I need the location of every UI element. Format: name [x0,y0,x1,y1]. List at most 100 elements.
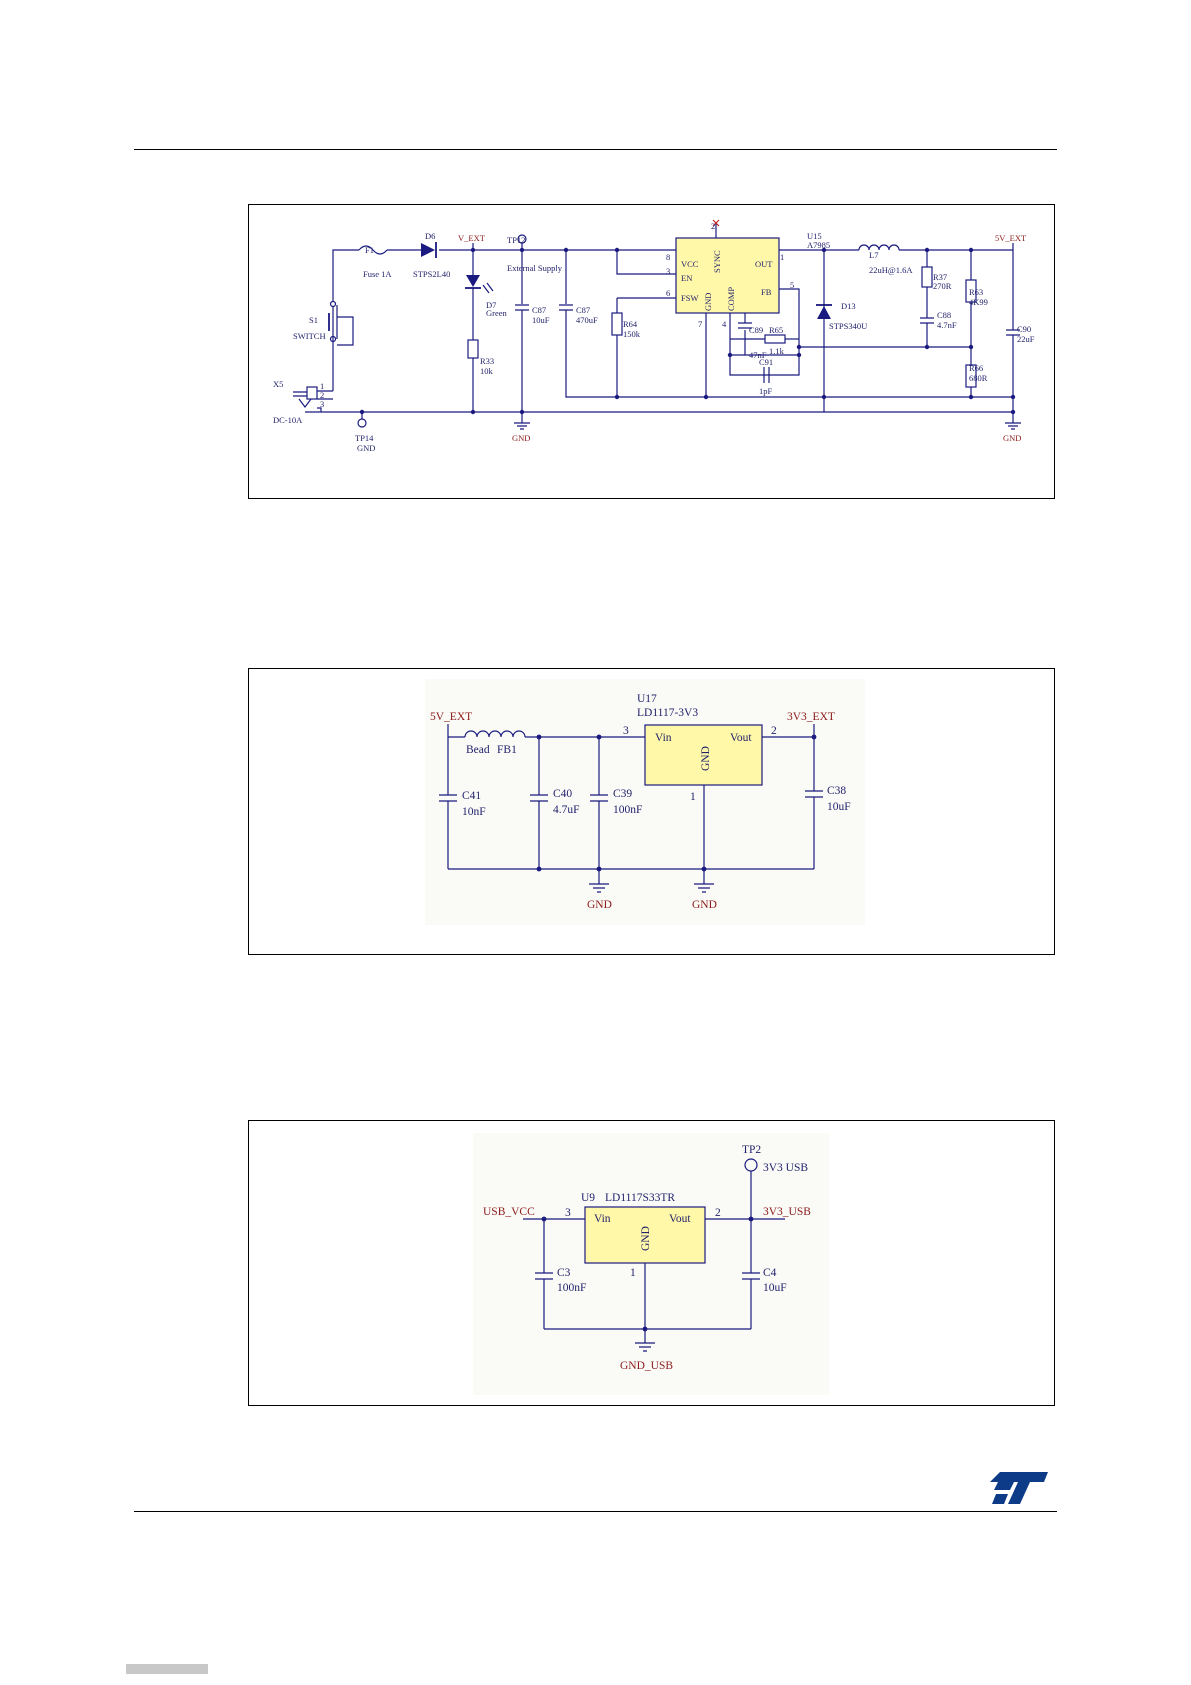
footer-bar [126,1664,208,1674]
x5-plug [293,391,307,397]
l7-ref: L7 [869,250,878,260]
c88-ref: C88 [937,310,951,320]
fb1-bead [464,730,526,738]
x5-pin-1: 1 [320,381,324,391]
d7-led [466,275,480,287]
schematic-background [425,679,865,925]
pin-out-num: 2 [771,725,777,737]
junction-dots [541,1216,754,1332]
net-3v3-ext: 3V3_EXT [787,711,835,723]
pin-vout: Vout [730,732,752,744]
c88-value: 4.7nF [937,320,957,330]
schematic-frame-power-input: X5 DC-10A 1 2 3 S1 SWITCH F1 Fuse 1A D6 … [248,204,1055,499]
c41-ref: C41 [462,790,481,802]
ground-symbol [635,1329,655,1352]
c91-value: 1pF [759,386,773,396]
pin-en: EN [681,273,692,283]
pin-gnd-num: 1 [690,791,696,803]
comp-wire [729,313,800,356]
pin-vout: Vout [669,1213,691,1225]
schematic-frame-3v3-usb: TP2 3V3 USB U9 LD1117S33TR 3 2 Vin Vout … [248,1120,1055,1406]
pin-num: 6 [666,288,670,298]
x5-part: DC-10A [273,415,303,425]
r64-ref: R64 [623,319,638,329]
tp14-label: GND [357,443,375,453]
r33-value: 10k [480,366,494,376]
x5-spring [298,398,312,408]
c38-value: 10uF [827,801,851,813]
pin-gnd-num: 1 [630,1267,636,1279]
r65-resistor [764,334,786,344]
u17-ic [644,724,763,786]
pin-out-num: 2 [715,1207,721,1219]
f1-fuse [358,245,388,255]
net-5v-ext: 5V_EXT [995,233,1027,243]
r63-ref: R63 [969,287,983,297]
st-logo-icon [990,1472,1048,1504]
schematic-background [473,1133,829,1395]
en-wire [616,250,676,275]
s1-switch [332,305,338,339]
pin-num: 3 [666,266,670,276]
c87-capacitor-10uf [515,250,529,412]
gnd-label: GND [587,899,612,911]
x5-pin-3: 3 [320,399,324,409]
c39-ref: C39 [613,788,632,800]
c38-ref: C38 [827,785,846,797]
c38-capacitor [805,737,823,869]
gnd-label: GND [512,433,530,443]
header-rule [134,149,1057,150]
u17-part: LD1117-3V3 [637,707,698,719]
r33-resistor [467,339,479,359]
ground-symbol [514,412,530,430]
d6-ref: D6 [425,231,435,241]
schematic-external-supply: X5 DC-10A 1 2 3 S1 SWITCH F1 Fuse 1A D6 … [273,219,1035,453]
u17-ref: U17 [637,693,657,705]
pin-gnd: GND [640,1226,652,1251]
c3-value: 100nF [557,1282,586,1294]
c3-capacitor [535,1219,553,1329]
pin-fb: FB [761,287,772,297]
c90-value: 22uF [1017,334,1035,344]
pin-vin: Vin [655,732,672,744]
u9-ref: U9 [581,1192,595,1204]
r37-ref: R37 [933,272,947,282]
l7-value: 22uH@1.6A [869,265,913,275]
c91-capacitor [763,367,770,383]
pin-vin: Vin [594,1213,611,1225]
tp2-ref: TP2 [742,1144,761,1156]
pin-comp-num: 4 [722,319,727,329]
r64-resistor [611,312,623,336]
r66-value: 680R [969,373,988,383]
x5-pin-2: 2 [320,390,324,400]
u15-part: A7985 [807,240,830,250]
st-logo [990,1470,1050,1511]
c39-value: 100nF [613,804,642,816]
c39-capacitor [590,737,608,869]
no-connect-mark [712,219,720,227]
pin-gnd-num: 7 [698,319,702,329]
pin-gnd: GND [700,746,712,771]
x5-ref: X5 [273,379,283,389]
gnd-label: GND [692,899,717,911]
c4-capacitor [742,1219,760,1329]
u9-ic [584,1206,706,1264]
d6-diode [421,243,435,257]
c41-value: 10nF [462,806,486,818]
r37-value: 270R [933,281,952,291]
r64-value: 150k [623,329,641,339]
net-5v-ext: 5V_EXT [430,711,472,723]
c87a-ref: C87 [532,305,546,315]
pin-sync: SYNC [712,250,722,273]
c40-value: 4.7uF [553,804,580,816]
c91-ref: C91 [759,357,773,367]
r65-value: 1.1k [769,346,785,356]
s1-ref: S1 [309,315,318,325]
s1-bracket [337,316,354,346]
pin-in-num: 3 [623,725,629,737]
gnd-usb-label: GND_USB [620,1360,673,1372]
c90-capacitor [1006,243,1020,412]
d13-part: STPS340U [829,321,867,331]
tp12-label: External Supply [507,263,563,273]
c88-capacitor [920,287,934,347]
